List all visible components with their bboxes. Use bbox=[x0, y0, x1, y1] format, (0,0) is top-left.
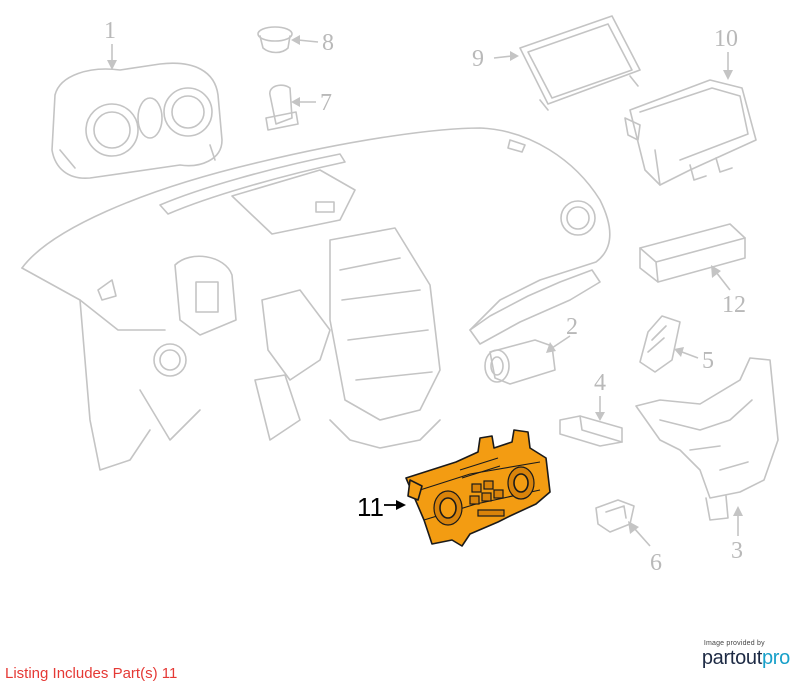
callout-label-12: 12 bbox=[722, 292, 746, 318]
part-5-button bbox=[639, 315, 681, 373]
logo-word-accent: pro bbox=[761, 647, 790, 669]
logo-word-main: partout bbox=[701, 647, 762, 669]
callout-labels: 1 2 3 4 5 6 7 8 9 10 12 bbox=[104, 18, 746, 576]
callout-label-5: 5 bbox=[702, 348, 714, 374]
part-1-instrument-cluster bbox=[51, 62, 223, 179]
partoutpro-logo: Image provided by partoutpro bbox=[702, 640, 790, 669]
callout-label-4: 4 bbox=[594, 370, 606, 396]
callout-label-11: 11 bbox=[357, 492, 384, 522]
callout-arrows bbox=[107, 35, 743, 547]
part-9-display bbox=[519, 15, 641, 111]
part-6-clip bbox=[595, 499, 635, 533]
part-10-display-housing bbox=[624, 79, 757, 186]
dashboard-panel bbox=[21, 127, 611, 471]
part-8-cap bbox=[257, 26, 293, 54]
listing-includes-text: Listing Includes Part(s) 11 bbox=[5, 665, 178, 682]
callout-11: 11 bbox=[357, 492, 406, 522]
part-11-climate-control bbox=[405, 429, 551, 547]
callout-label-8: 8 bbox=[322, 30, 334, 56]
part-2-switch bbox=[484, 339, 556, 385]
callout-label-3: 3 bbox=[731, 538, 743, 564]
callout-label-2: 2 bbox=[566, 314, 578, 340]
callout-label-1: 1 bbox=[104, 18, 116, 44]
part-7-sensor bbox=[265, 84, 299, 131]
callout-label-6: 6 bbox=[650, 550, 662, 576]
callout-label-7: 7 bbox=[320, 90, 332, 116]
callout-label-10: 10 bbox=[714, 26, 738, 52]
part-4-bracket bbox=[559, 415, 623, 447]
logo-caption: Image provided by bbox=[703, 640, 765, 647]
part-12-module bbox=[639, 223, 746, 283]
logo-wordmark: partoutpro bbox=[702, 647, 790, 669]
part-3-console bbox=[635, 357, 779, 521]
callout-label-9: 9 bbox=[472, 46, 484, 72]
